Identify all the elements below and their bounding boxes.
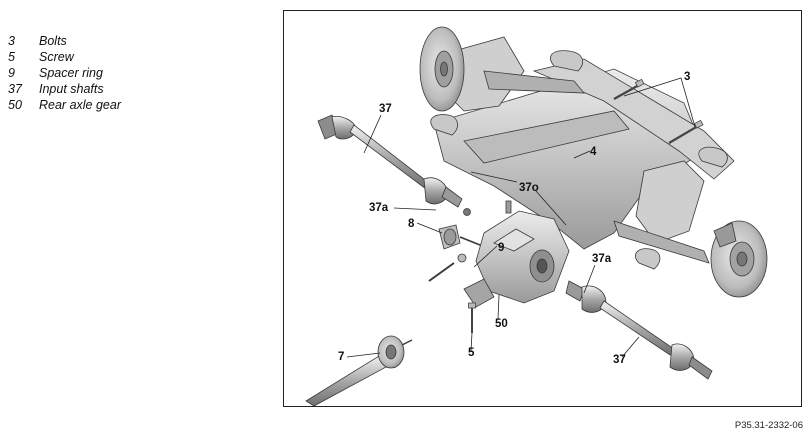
legend-item-50: 50 Rear axle gear (8, 97, 121, 113)
callout-5: 5 (468, 347, 475, 359)
callout-37-bottom: 37 (613, 354, 626, 366)
rear-axle-carrier (430, 36, 735, 270)
callout-9: 9 (498, 242, 504, 254)
propeller-shaft (305, 335, 413, 406)
legend-label: Screw (39, 50, 74, 64)
legend-item-9: 9 Spacer ring (8, 65, 121, 81)
parts-legend: 3 Bolts 5 Screw 9 Spacer ring 37 Input s… (8, 33, 121, 113)
callout-4: 4 (590, 146, 597, 158)
exploded-view-frame: 3 4 37 37o 37a 8 9 37a 50 5 7 37 (283, 10, 802, 407)
callout-7: 7 (338, 351, 344, 363)
legend-number: 50 (8, 98, 22, 112)
legend-item-3: 3 Bolts (8, 33, 121, 49)
callout-37o: 37o (519, 182, 539, 194)
callout-50: 50 (495, 318, 508, 330)
legend-label: Bolts (39, 34, 67, 48)
legend-number: 3 (8, 34, 15, 48)
spacer-ring (428, 224, 491, 282)
legend-number: 37 (8, 82, 22, 96)
screw (468, 302, 476, 333)
reference-code: P35.31-2332-06 (734, 420, 803, 431)
legend-item-37: 37 Input shafts (8, 81, 121, 97)
left-brake-disc (419, 26, 465, 112)
rear-axle-exploded-diagram: 3 4 37 37o 37a 8 9 37a 50 5 7 37 (305, 26, 768, 406)
callout-3: 3 (684, 71, 690, 83)
bolts (613, 78, 704, 144)
legend-item-5: 5 Screw (8, 49, 121, 65)
callout-37a-left: 37a (369, 202, 389, 214)
legend-label: Input shafts (39, 82, 104, 96)
callout-37a-right: 37a (592, 253, 612, 265)
legend-label: Rear axle gear (39, 98, 121, 112)
input-shaft-right (565, 280, 713, 380)
legend-number: 5 (8, 50, 15, 64)
leader-lines (346, 77, 696, 358)
legend-number: 9 (8, 66, 15, 80)
legend-label: Spacer ring (39, 66, 103, 80)
callout-37-top: 37 (379, 103, 392, 115)
right-brake-disc (710, 220, 768, 298)
callout-8: 8 (408, 218, 415, 230)
rear-axle-gear (463, 200, 570, 308)
